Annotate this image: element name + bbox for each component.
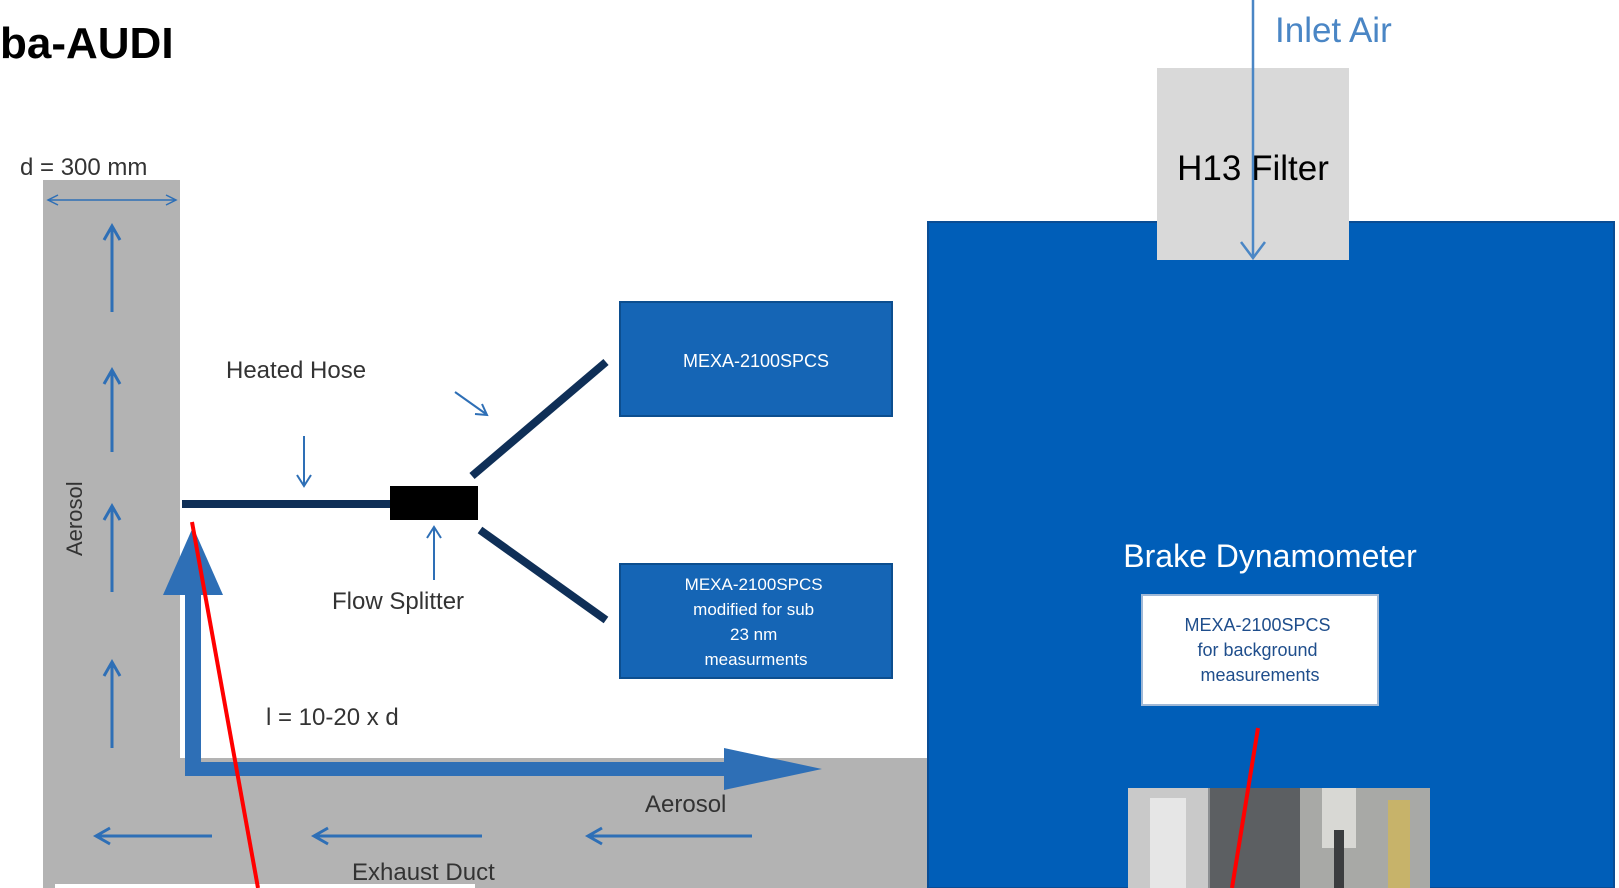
brake-setup-photo	[1128, 788, 1430, 888]
slide-title: ba-AUDI	[0, 19, 174, 68]
heated-hose-pointer-icons	[297, 392, 487, 486]
aerosol-vertical-label: Aerosol	[62, 481, 87, 556]
hose-branch-bottom	[480, 530, 606, 620]
length-label: l = 10-20 x d	[266, 704, 399, 731]
mexa-background-line-1: MEXA-2100SPCS	[1184, 615, 1330, 635]
flow-splitter	[390, 486, 478, 520]
mexa-modified-line-2: modified for sub	[693, 600, 814, 619]
hose-branch-top	[472, 362, 606, 476]
mexa-modified-line-3: 23 nm	[730, 625, 777, 644]
flow-splitter-pointer-icon	[427, 527, 441, 580]
mexa-modified-line-4: measurments	[705, 650, 808, 669]
flow-splitter-label: Flow Splitter	[332, 588, 464, 615]
duct-diameter-label: d = 300 mm	[20, 154, 147, 181]
aerosol-horizontal-label: Aerosol	[645, 791, 726, 818]
mexa-background-line-2: for background	[1197, 640, 1317, 660]
mexa-top-label: MEXA-2100SPCS	[683, 351, 829, 371]
mexa-modified-line-1: MEXA-2100SPCS	[685, 575, 823, 594]
exhaust-duct-label: Exhaust Duct	[352, 859, 495, 886]
mexa-background-label: MEXA-2100SPCS for background measurement…	[1184, 615, 1335, 685]
inlet-air-label: Inlet Air	[1275, 11, 1392, 50]
brake-dynamometer-label: Brake Dynamometer	[1123, 538, 1417, 574]
heated-hose-label: Heated Hose	[226, 357, 366, 384]
mexa-background-line-3: measurements	[1200, 665, 1319, 685]
